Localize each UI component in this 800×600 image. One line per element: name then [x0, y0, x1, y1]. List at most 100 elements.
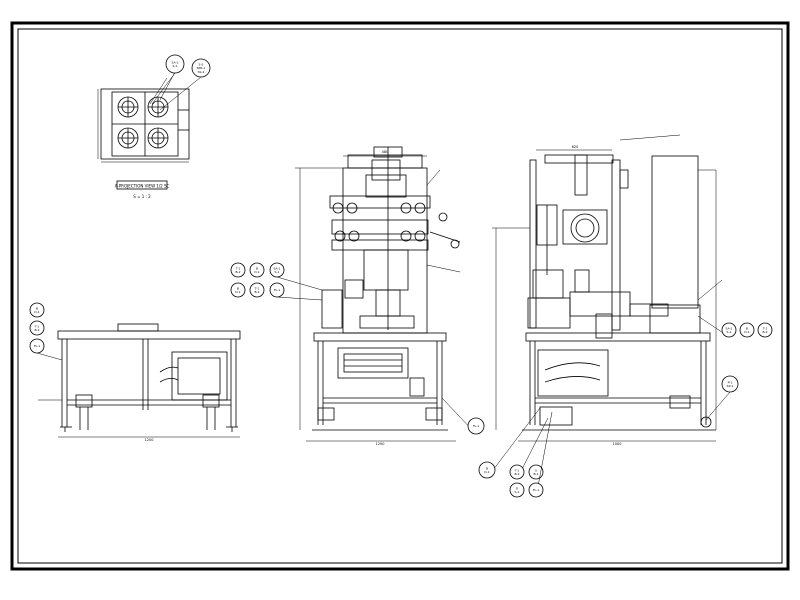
- balloon-leader: [705, 391, 731, 421]
- balloon-fv5: T-1B-2: [249, 282, 265, 298]
- top-view-caption: A-PROJECTION VIEW 1/2 SC: [115, 184, 170, 189]
- side-view-frame: [38, 323, 241, 438]
- balloon-label: T-1: [514, 468, 520, 472]
- balloon-label: T-1: [762, 326, 768, 330]
- balloon-label: S: [535, 468, 537, 472]
- balloon-fv6: FL-1: [269, 282, 323, 301]
- balloon-label: T-1: [34, 324, 40, 328]
- balloon-rv3: T-1B-2: [757, 322, 773, 338]
- balloon-label: FL-1: [274, 288, 280, 292]
- balloon-circle: [230, 262, 246, 278]
- balloon-sv1: BD-1: [29, 302, 45, 318]
- balloon-label: P-1: [728, 380, 733, 384]
- balloon-rv1: SA-1S-1: [697, 315, 737, 338]
- front-view-top-dimension: 480: [382, 150, 389, 154]
- balloon-fv1: T-1B-2: [230, 262, 246, 278]
- balloon-circle: [509, 482, 525, 498]
- balloon-circle: [467, 417, 485, 435]
- balloon-label: B: [746, 326, 748, 330]
- balloon-sv3: FL-1: [29, 338, 63, 361]
- balloon-label: B-2: [254, 290, 259, 294]
- balloon-circle: [269, 282, 285, 298]
- balloon-label: B-2: [514, 472, 519, 476]
- balloon-label: S-5: [199, 63, 204, 67]
- balloon-circle: [165, 54, 185, 74]
- balloon-label: D-1: [254, 270, 259, 274]
- balloon-label: S-1: [515, 490, 520, 494]
- balloon-label: B-1: [533, 472, 538, 476]
- balloon-leader: [276, 276, 323, 291]
- balloon-label: FL-1: [34, 344, 40, 348]
- balloon-circle: [249, 282, 265, 298]
- balloon-label: T-1: [235, 266, 241, 270]
- balloon-label: B-2: [235, 270, 240, 274]
- balloon-label: B: [36, 306, 38, 310]
- front-view: [295, 146, 461, 442]
- balloon-circle: [509, 464, 525, 480]
- balloon-leader: [276, 296, 323, 301]
- balloon-leader: [535, 411, 553, 498]
- balloon-leader: [159, 76, 202, 111]
- balloon-rv5: BD-1: [478, 407, 541, 479]
- inner-frame: [17, 28, 783, 564]
- balloon-label: SPR-1: [197, 66, 206, 70]
- balloon-circle: [29, 320, 45, 336]
- balloon-fv3: SA-1S-1: [269, 262, 323, 291]
- balloon-rv6: T-1B-2: [509, 417, 549, 480]
- balloon-fv2: BD-1: [249, 262, 265, 278]
- balloon-label: FL-1: [473, 424, 479, 428]
- balloon-circle: [230, 282, 246, 298]
- right-view-bottom-dimension: 1000: [613, 442, 622, 446]
- balloon-label: D: [516, 486, 519, 490]
- balloon-label: SA-1: [172, 60, 179, 64]
- balloon-rv2: BD-1: [739, 322, 755, 338]
- balloon-fv4: BD-1: [230, 282, 246, 298]
- balloon-label: S-1: [275, 270, 280, 274]
- balloon-circle: [528, 482, 544, 498]
- balloon-circle: [269, 262, 285, 278]
- balloon-rv8: DS-1: [509, 482, 525, 498]
- balloon-label: S-1: [727, 330, 732, 334]
- front-view-bottom-dimension: 1200: [376, 442, 385, 446]
- balloon-label: B: [237, 286, 239, 290]
- balloon-leader: [151, 72, 176, 105]
- balloon-label: D-1: [34, 310, 39, 314]
- balloon-circle: [191, 58, 211, 78]
- balloon-label: B: [486, 466, 488, 470]
- balloon-leader: [486, 407, 541, 479]
- balloon-sv2: T-1B-2: [29, 320, 45, 336]
- top-view: [97, 71, 190, 163]
- balloon-leader: [36, 352, 63, 361]
- balloon-label: SS-2: [198, 70, 205, 74]
- balloon-circle: [721, 322, 737, 338]
- balloon-fv7: FL-1: [441, 397, 485, 435]
- balloon-circle: [739, 322, 755, 338]
- balloon-circle: [29, 338, 45, 354]
- balloon-tv1: SA-1S-1: [151, 54, 185, 105]
- balloon-label: T-1: [254, 286, 260, 290]
- balloon-label: B-2: [34, 328, 39, 332]
- balloon-circle: [29, 302, 45, 318]
- balloon-rv7: SB-1: [528, 464, 544, 480]
- balloon-rv9: FL-1: [528, 411, 553, 498]
- balloon-circle: [757, 322, 773, 338]
- outer-frame: [10, 21, 790, 571]
- balloon-circle: [249, 262, 265, 278]
- balloon-circle: [528, 464, 544, 480]
- side-view-dimension: 1200: [145, 438, 154, 442]
- balloon-label: D-1: [235, 290, 240, 294]
- balloon-circle: [721, 375, 739, 393]
- balloon-label: D-1: [744, 330, 749, 334]
- right-view: [492, 134, 723, 442]
- balloon-label: D-1: [484, 470, 489, 474]
- balloon-label: S-1: [173, 64, 178, 68]
- balloon-label: SP-1: [727, 384, 734, 388]
- balloon-label: B: [256, 266, 258, 270]
- balloon-circle: [478, 461, 496, 479]
- balloon-label: FL-1: [533, 488, 539, 492]
- top-view-caption-box: [116, 180, 168, 190]
- right-view-top-dimension: 620: [572, 145, 579, 149]
